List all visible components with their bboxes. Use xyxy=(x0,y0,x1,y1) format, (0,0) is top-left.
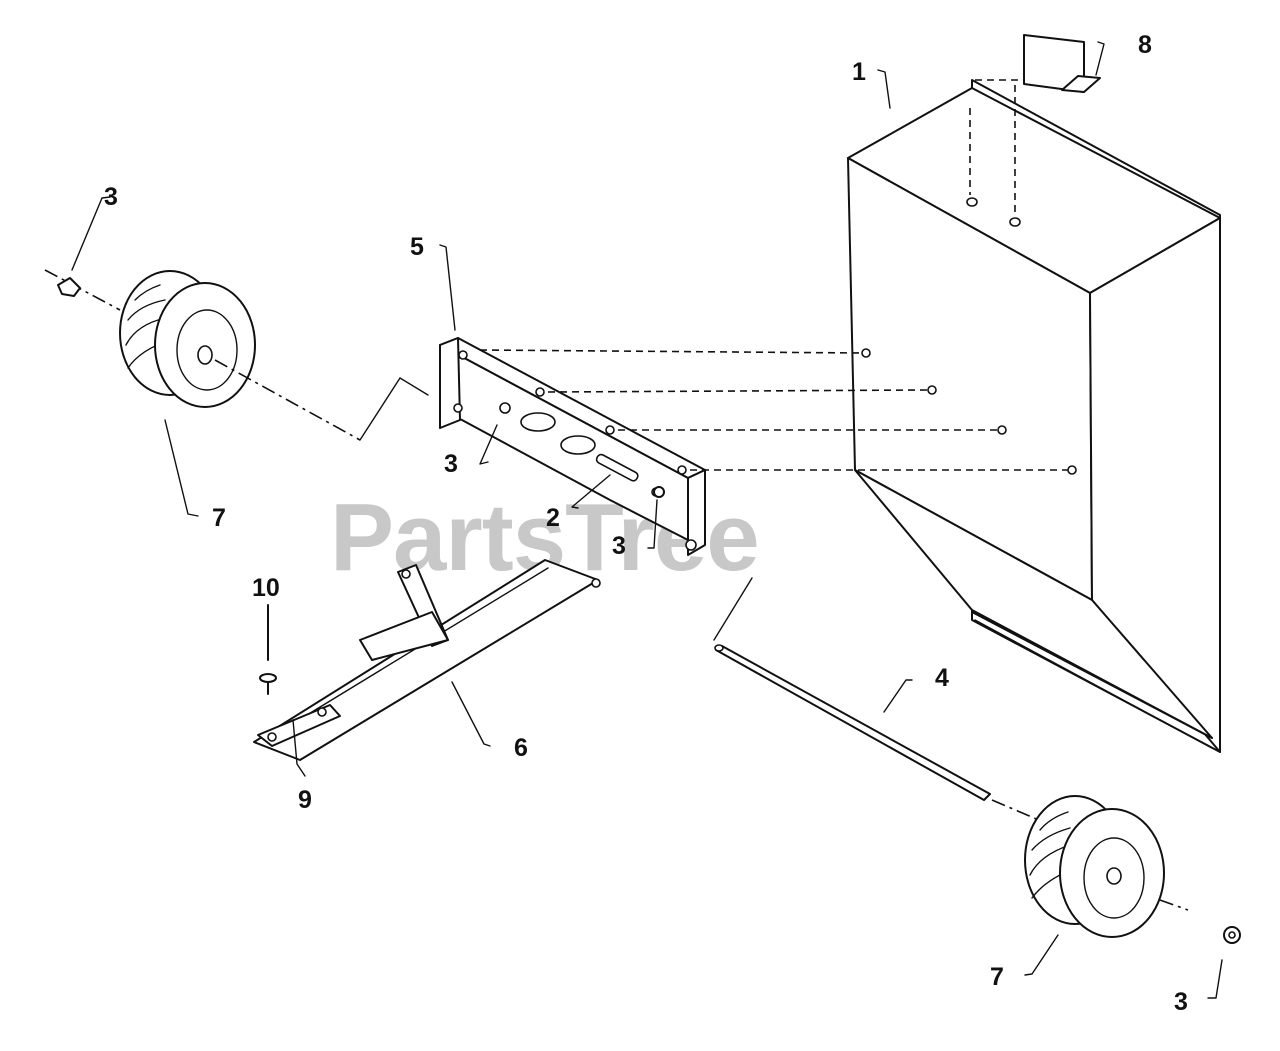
callout-3-bottom-right: 3 xyxy=(1174,988,1188,1016)
callout-10: 10 xyxy=(252,574,280,602)
callout-2: 2 xyxy=(546,504,560,532)
callout-9: 9 xyxy=(298,786,312,814)
callout-7-right: 7 xyxy=(990,963,1004,991)
callout-1: 1 xyxy=(852,58,866,86)
hopper-side-face xyxy=(1089,217,1221,753)
part-hopper xyxy=(847,79,1221,753)
part-wheel-left xyxy=(44,269,429,441)
bracket-8-tab xyxy=(1061,75,1101,93)
tow-bar-mount-base xyxy=(359,611,449,661)
callout-leaders xyxy=(71,41,1223,999)
part-tow-bar xyxy=(253,559,601,761)
callout-6: 6 xyxy=(514,734,528,762)
callout-4: 4 xyxy=(935,664,949,692)
nut-left xyxy=(57,277,81,297)
frame-left-end xyxy=(439,337,461,429)
bolt-10-head xyxy=(259,673,277,683)
wheel-left-face xyxy=(154,282,256,408)
callout-5: 5 xyxy=(410,233,424,261)
callout-7-left: 7 xyxy=(212,504,226,532)
callout-numbers: 1 8 5 3 3 2 3 7 10 6 9 4 7 3 xyxy=(104,31,1188,1016)
callout-3-frame-right: 3 xyxy=(612,532,626,560)
part-wheel-right xyxy=(653,486,1241,944)
callout-8: 8 xyxy=(1138,31,1152,59)
nut-frame-right xyxy=(653,486,665,498)
frame-right-end xyxy=(687,469,706,556)
part-frame xyxy=(439,337,1068,556)
callout-3-frame-left: 3 xyxy=(444,450,458,478)
callout-3-top-left: 3 xyxy=(104,183,118,211)
part-bracket-8 xyxy=(1023,34,1101,93)
